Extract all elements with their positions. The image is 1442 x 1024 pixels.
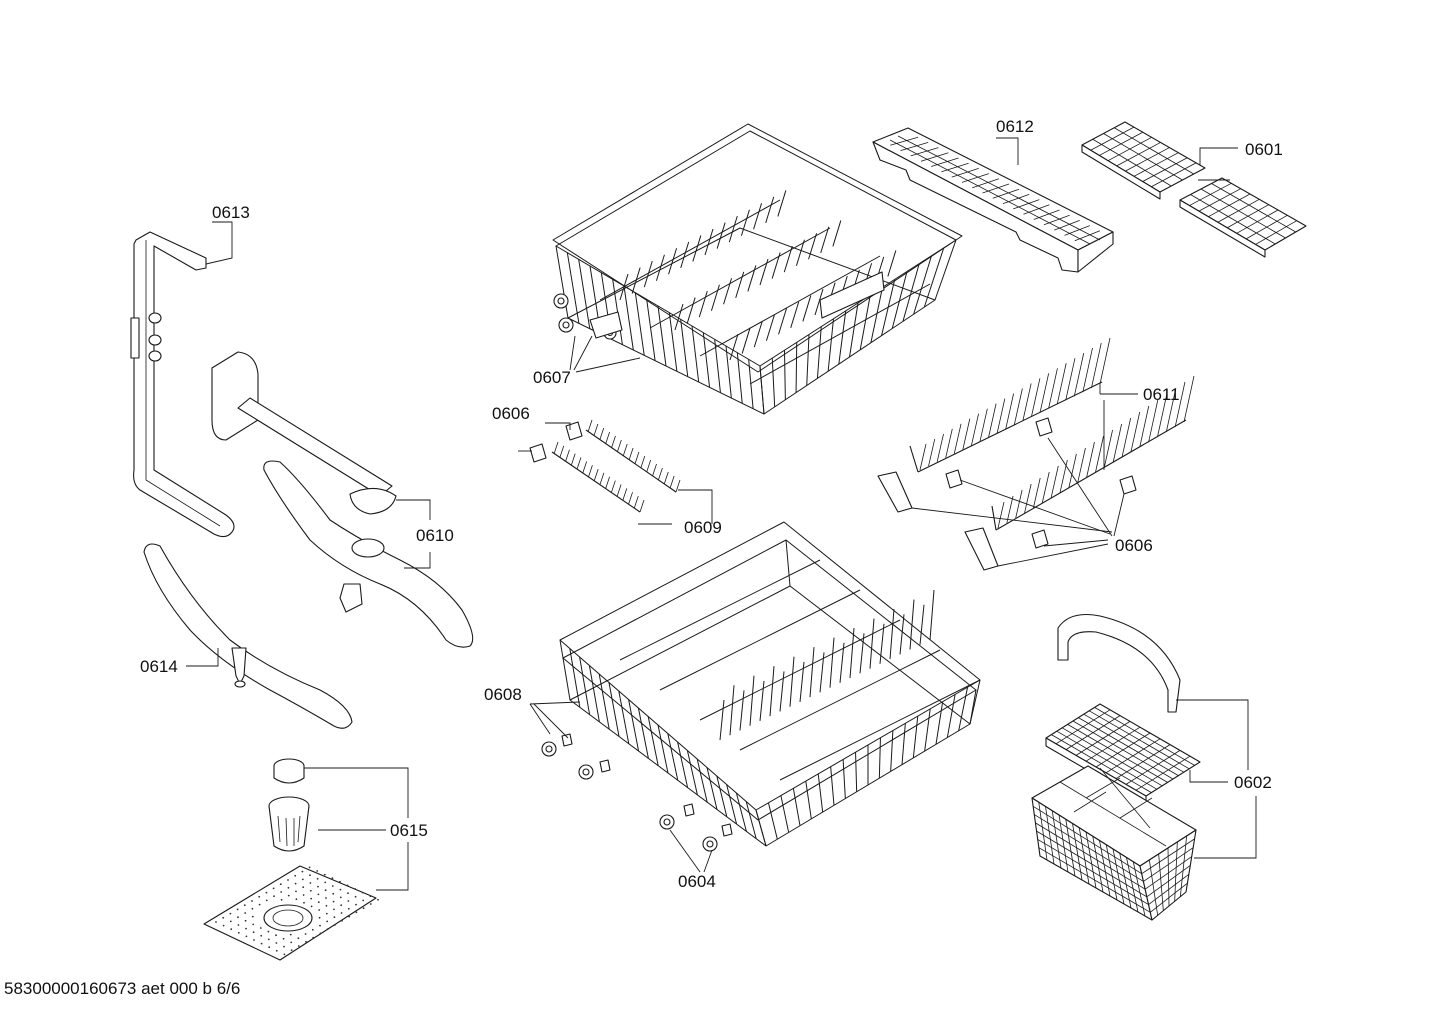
callout-0602: 0602: [1234, 773, 1272, 792]
tine-rows-0609: [529, 419, 681, 513]
callout-0608: 0608: [484, 685, 522, 704]
spray-arm-0610: [211, 351, 474, 648]
cutlery-basket-0602: [1031, 613, 1201, 921]
lower-basket: [541, 521, 981, 852]
callout-0606-left: 0606: [492, 404, 530, 423]
callout-0613: 0613: [212, 203, 250, 222]
callout-0614: 0614: [140, 657, 178, 676]
cutlery-tray-0612: [872, 127, 1114, 273]
callout-0612: 0612: [996, 117, 1034, 136]
tine-rows-0611: [877, 337, 1195, 571]
document-code: 58300000160673 aet 000 b 6/6: [4, 979, 241, 998]
callout-0601: 0601: [1245, 140, 1283, 159]
callout-0610: 0610: [416, 526, 454, 545]
folding-racks-0601: [1081, 121, 1307, 258]
callout-0615: 0615: [390, 821, 428, 840]
upper-basket: [552, 123, 963, 415]
leader-lines: [186, 137, 1257, 891]
callout-0606-right: 0606: [1115, 536, 1153, 555]
spray-pipe-0613: [130, 231, 235, 538]
callout-0604: 0604: [678, 872, 716, 891]
callout-0607: 0607: [533, 368, 571, 387]
filter-set-0615: [203, 758, 379, 961]
callout-0609: 0609: [684, 518, 722, 537]
spray-arm-0614: [143, 543, 353, 729]
callout-0611: 0611: [1143, 385, 1180, 404]
